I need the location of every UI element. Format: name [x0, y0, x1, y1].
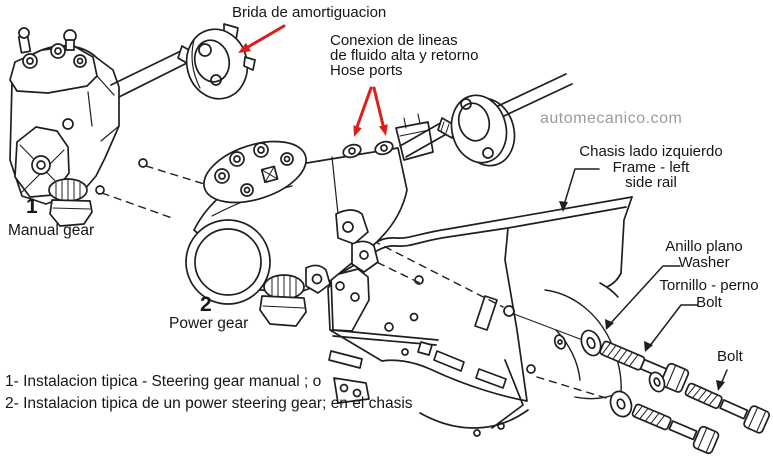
bolt-3 [631, 403, 720, 455]
washers-and-bolts-drawing [513, 313, 771, 455]
manual-gear-drawing [9, 23, 256, 227]
cover-bolts [214, 142, 294, 197]
manual-gear-label: Manual gear [8, 222, 95, 239]
bolt-label-line2: Bolt [696, 294, 722, 311]
leader-washer [605, 265, 681, 330]
watermark-text: automecanico.com [540, 110, 683, 127]
frame-rail-label-line1: Chasis lado izquierdo [579, 143, 723, 160]
leader-tornillo-bolt [644, 304, 698, 352]
red-arrow-hose-port-right [372, 86, 388, 136]
hose-ports-label-line2: de fluido alta y retorno [330, 47, 479, 64]
bolt2-label: Bolt [717, 348, 743, 365]
leader-chasis [559, 168, 600, 212]
washer-label: Anillo plano Washer [629, 239, 773, 271]
manual-sector-shaft [48, 178, 93, 227]
power-flange [450, 94, 516, 167]
footnote-line2: 2- Instalacion tipica de un power steeri… [5, 395, 413, 412]
bolt-label-line1: Tornillo - perno [659, 277, 759, 294]
callout-number-2: 2 [200, 293, 212, 316]
frame-rail-label: Chasis lado izquierdo Frame - left side … [565, 144, 737, 191]
washer-mid [648, 371, 666, 393]
red-arrow-hose-port-left [353, 86, 373, 137]
callout-number-1: 1 [26, 195, 38, 218]
frame-rail-label-line3: side rail [625, 174, 677, 191]
power-sector-shaft [259, 274, 307, 327]
bolt-label: Tornillo - perno Bolt [634, 277, 773, 311]
washer-2 [609, 390, 633, 418]
washer-1 [580, 329, 602, 357]
footnote-line1: 1- Instalacion tipica - Steering gear ma… [5, 373, 322, 390]
power-gear-label: Power gear [169, 315, 249, 332]
washer-label-line1: Anillo plano [665, 238, 743, 255]
hose-ports [342, 140, 394, 159]
bolt-2 [684, 382, 771, 434]
frame-rail-label-line2: Frame - left [612, 158, 690, 176]
washer-label-line2: Washer [678, 254, 730, 271]
red-arrows [238, 24, 388, 137]
leader-lines [559, 168, 728, 391]
red-arrow-brida [238, 24, 286, 53]
power-gear-drawing [185, 73, 573, 327]
frame-rail-drawing [327, 196, 633, 437]
brida-label: Brida de amortiguacion [232, 4, 387, 21]
hose-ports-label-line3: Hose ports [330, 62, 403, 79]
alignment-dashed-lines [101, 165, 215, 219]
bolt-1 [599, 340, 690, 393]
hose-ports-label: Conexion de lineas de fluido alta y reto… [330, 33, 478, 78]
hose-ports-label-line1: Conexion de lineas [330, 32, 458, 49]
leader-bolt2 [716, 369, 728, 391]
manual-flange-brida [185, 23, 256, 100]
